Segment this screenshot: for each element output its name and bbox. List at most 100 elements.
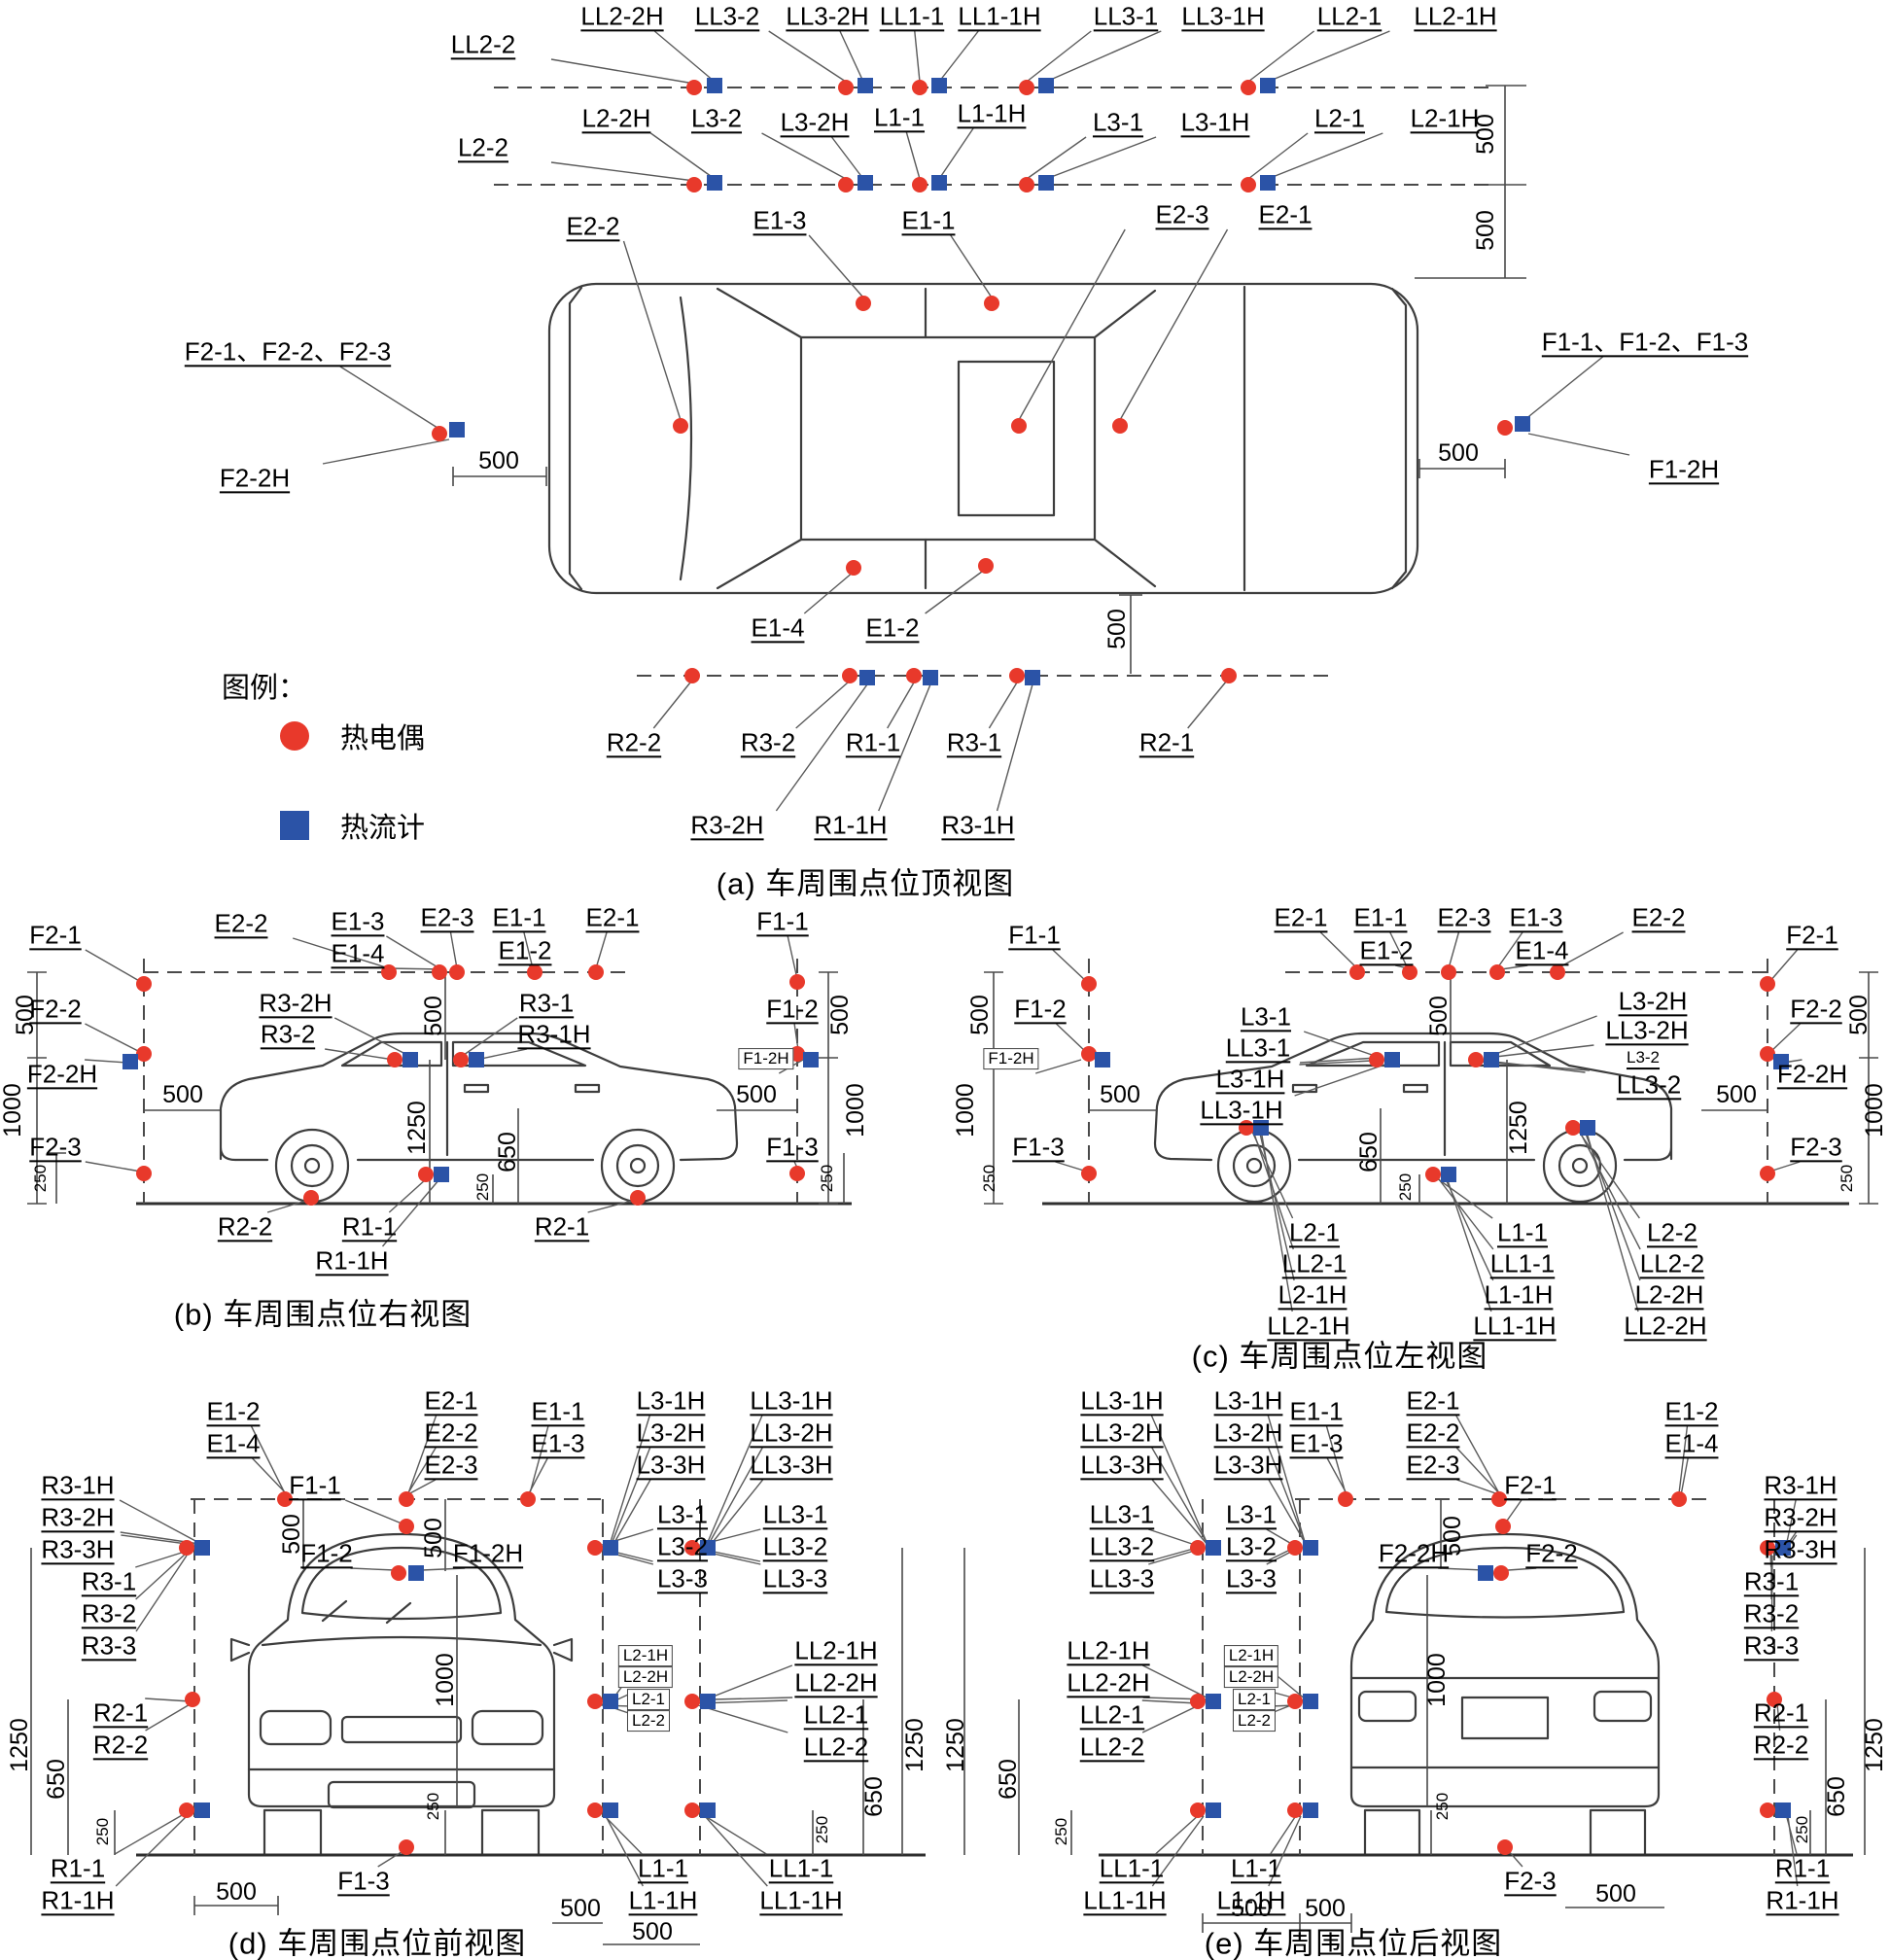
dimension-label: 650 (493, 1132, 521, 1172)
thermocouple-marker (842, 668, 858, 683)
point-label-L1-1: L1-1 (1496, 1217, 1549, 1247)
point-label-E2-3: E2-3 (1406, 1450, 1460, 1480)
legend-title: 图例： (222, 673, 307, 704)
thermocouple-marker (906, 668, 922, 683)
point-label-L3-1: L3-1 (656, 1499, 709, 1529)
leader-line (1455, 1415, 1500, 1494)
heat-flux-marker (603, 1694, 618, 1709)
leader-line (1456, 1479, 1502, 1496)
leader-line (1141, 1699, 1199, 1704)
thermocouple-marker (185, 1692, 200, 1707)
heat-flux-marker (1095, 1052, 1110, 1068)
leader-line (775, 683, 868, 812)
point-label-L2-1H: L2-1H (1278, 1279, 1348, 1310)
leader-line (475, 1048, 528, 1061)
thermocouple-marker (1287, 1694, 1303, 1709)
leader-line (85, 1023, 141, 1053)
heat-flux-marker (1253, 1120, 1269, 1136)
heat-flux-marker (1773, 1054, 1789, 1069)
thermocouple-marker (179, 1540, 194, 1556)
point-label-F2-2H: F2-2H (26, 1059, 98, 1089)
point-label-F2-2H: F2-2H (1378, 1538, 1450, 1568)
heat-flux-marker (194, 1540, 210, 1556)
point-label-R1-1H: R1-1H (814, 810, 888, 840)
thermocouple-marker (984, 296, 999, 311)
point-label-E2-3: E2-3 (424, 1450, 478, 1480)
thermocouple-marker (1767, 1692, 1782, 1707)
point-label-LL2-1: LL2-1 (803, 1699, 869, 1730)
leader-line (344, 1499, 402, 1524)
point-label-L3-1H: L3-1H (1213, 1385, 1283, 1416)
point-label-E1-3: E1-3 (531, 1428, 585, 1458)
point-label-LL1-1: LL1-1 (768, 1853, 834, 1883)
leader-line (1770, 1555, 1773, 1632)
point-label-L3-2H: L3-2H (1618, 986, 1688, 1016)
point-label-L3-2: L3-2 (1225, 1531, 1278, 1561)
dimension-label: 650 (859, 1776, 888, 1817)
dimension-label: 500 (1471, 210, 1499, 251)
point-label-R1-1: R1-1 (845, 727, 901, 757)
point-label-L1-1H: L1-1H (628, 1885, 698, 1915)
leader-line (114, 1813, 185, 1855)
thermocouple-marker (588, 964, 604, 980)
dimension-label: 250 (1793, 1815, 1812, 1844)
point-label-LL1-1: LL1-1 (1489, 1248, 1556, 1278)
leader-line (1267, 132, 1383, 180)
leader-line (708, 1447, 763, 1545)
heat-flux-marker (1303, 1694, 1318, 1709)
point-label-L1-1H: L1-1H (1216, 1885, 1286, 1915)
leader-line (710, 1664, 793, 1698)
point-label-R2-1: R2-1 (1753, 1698, 1809, 1728)
thermocouple-marker (399, 1519, 414, 1534)
point-label-R2-1: R2-1 (534, 1211, 590, 1242)
point-label-E2-2: E2-2 (1406, 1418, 1460, 1448)
leader-line (85, 1161, 142, 1172)
leader-line (622, 240, 682, 421)
point-label-F2-3: F2-3 (29, 1132, 82, 1162)
point-label-E1-1: E1-1 (1353, 902, 1408, 932)
heat-flux-marker (1441, 1167, 1456, 1182)
point-label-F2-3: F2-3 (1504, 1866, 1557, 1896)
thermocouple-marker (1760, 1540, 1775, 1556)
point-label-R1-1H: R1-1H (315, 1245, 389, 1276)
dimension-label: 500 (1716, 1080, 1757, 1108)
dimension-label: 250 (1433, 1792, 1452, 1821)
point-label-L3-3: L3-3 (1225, 1563, 1278, 1593)
point-label-L2-1: L2-1 (1313, 103, 1366, 133)
thermocouple-marker (684, 1694, 700, 1709)
leader-line (938, 30, 979, 83)
dimension-label: 650 (1354, 1132, 1382, 1172)
legend-label-thermocouple: 热电偶 (340, 723, 426, 754)
thermocouple-marker (1565, 1120, 1581, 1136)
thermocouple-marker (789, 974, 805, 990)
leader-line (1436, 1177, 1493, 1219)
thermocouple-marker (453, 1052, 469, 1068)
point-label-LL3-1H: LL3-1H (1080, 1385, 1164, 1416)
leader-line (988, 682, 1018, 729)
point-label-R2-2: R2-2 (217, 1211, 273, 1242)
leader-line (587, 1199, 637, 1213)
dimension-label: 250 (818, 1164, 837, 1193)
caption-right-view: (b) 车周围点位右视图 (173, 1297, 472, 1332)
heat-flux-marker (122, 1054, 138, 1069)
thermocouple-marker (1402, 964, 1418, 980)
leader-line (1142, 1664, 1208, 1698)
leader-line (1026, 30, 1092, 83)
leader-line (1578, 1131, 1640, 1219)
thermocouple-marker (387, 1052, 402, 1068)
leader-line (1527, 433, 1630, 456)
dimension-label: 500 (1305, 1894, 1346, 1922)
leader-line (1187, 680, 1228, 729)
leader-line (1787, 1815, 1799, 1887)
point-label-E2-3: E2-3 (420, 902, 474, 932)
point-label-E1-3: E1-3 (1289, 1428, 1344, 1458)
leader-line (1494, 1044, 1594, 1058)
thermocouple-marker (1221, 668, 1237, 683)
point-label-R3-3: R3-3 (1743, 1630, 1800, 1661)
point-label-E2-2: E2-2 (566, 211, 620, 241)
heat-flux-marker (1775, 1802, 1791, 1818)
point-label-L3-2H: L3-2H (1213, 1418, 1283, 1448)
car-right-side-view (219, 1032, 739, 1204)
thermocouple-marker (1671, 1491, 1687, 1507)
point-label-E1-1: E1-1 (1289, 1396, 1344, 1426)
